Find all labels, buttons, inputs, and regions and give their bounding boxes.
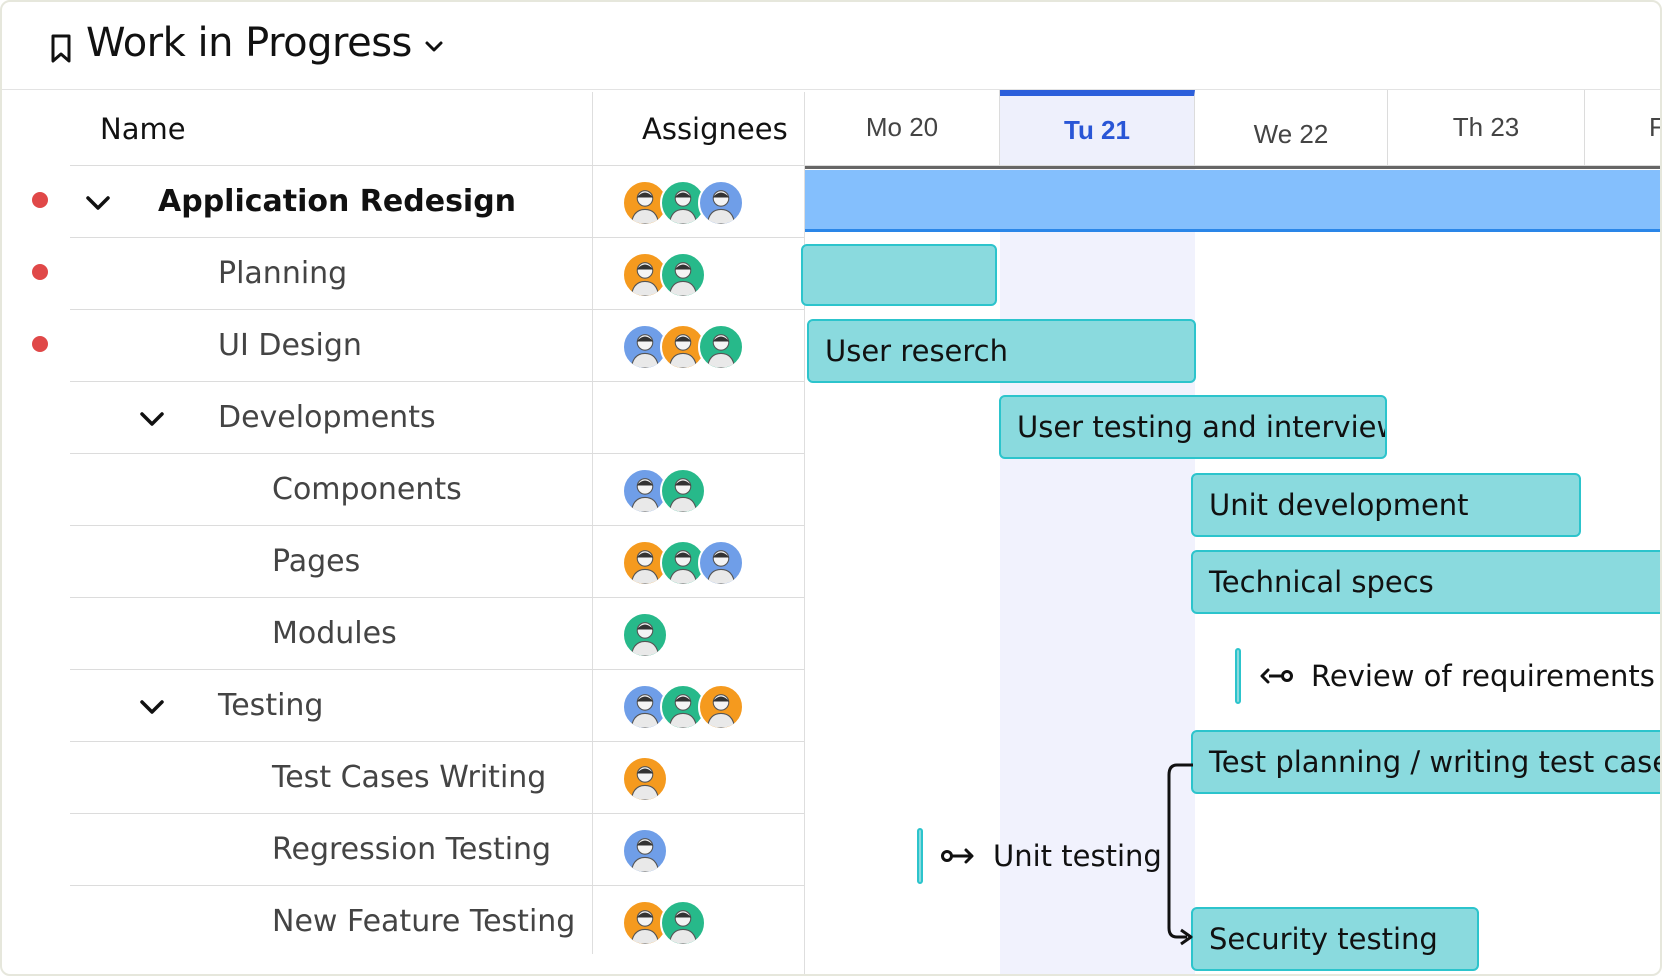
milestone-label: Unit testing <box>993 839 1162 873</box>
assignee-group[interactable] <box>622 684 744 730</box>
task-row[interactable]: New Feature Testing <box>70 885 804 957</box>
assignee-group[interactable] <box>622 612 668 658</box>
avatar[interactable] <box>622 684 668 730</box>
task-name[interactable]: Components <box>272 472 462 507</box>
user-testing-bar[interactable]: User testing and interview <box>999 395 1387 459</box>
flag-dot-icon <box>32 264 48 280</box>
day-header[interactable]: Mo 20 <box>805 90 1000 166</box>
assignee-group[interactable] <box>622 828 668 874</box>
task-name[interactable]: Testing <box>218 688 324 723</box>
task-row[interactable]: Testing <box>70 669 804 741</box>
task-name[interactable]: Planning <box>218 256 348 291</box>
assignee-group[interactable] <box>622 324 744 370</box>
avatar[interactable] <box>698 324 744 370</box>
task-row[interactable]: UI Design <box>32 309 804 381</box>
assignee-group[interactable] <box>622 252 706 298</box>
task-row[interactable]: Modules <box>70 597 804 669</box>
column-header-assignees[interactable]: Assignees <box>642 111 788 146</box>
planning-bar[interactable] <box>801 244 997 306</box>
technical-specs-bar[interactable]: Technical specs <box>1191 550 1660 614</box>
chevron-down-icon[interactable] <box>84 194 112 212</box>
task-name[interactable]: Modules <box>272 616 397 651</box>
grid-divider[interactable] <box>804 92 805 974</box>
review-milestone[interactable]: Review of requirements <box>1235 648 1655 704</box>
task-name[interactable]: Pages <box>272 544 361 579</box>
avatar[interactable] <box>660 900 706 946</box>
avatar[interactable] <box>698 684 744 730</box>
flag-dot-icon <box>32 336 48 352</box>
day-header-active[interactable]: Tu 21 <box>1000 90 1195 166</box>
user-research-bar[interactable]: User reserch <box>807 319 1196 383</box>
avatar[interactable] <box>622 756 668 802</box>
page-title[interactable]: Work in Progress <box>86 20 412 66</box>
timeline-header-rule <box>805 166 1660 169</box>
avatar[interactable] <box>622 540 668 586</box>
assignee-group[interactable] <box>622 756 668 802</box>
chevron-down-icon[interactable] <box>424 40 444 54</box>
project-summary-bar[interactable] <box>805 170 1660 232</box>
task-name[interactable]: UI Design <box>218 328 362 363</box>
unit-testing-milestone[interactable]: Unit testing <box>917 828 1162 884</box>
day-header[interactable]: F <box>1585 90 1660 166</box>
task-row[interactable]: Test Cases Writing <box>70 741 804 813</box>
milestone-marker[interactable] <box>1235 648 1241 704</box>
task-row[interactable]: Developments <box>70 381 804 453</box>
view-header: Work in Progress <box>2 2 1660 90</box>
chevron-down-icon[interactable] <box>138 698 166 716</box>
today-highlight <box>1000 166 1195 974</box>
avatar[interactable] <box>698 540 744 586</box>
test-planning-bar[interactable]: Test planning / writing test cases <box>1191 730 1660 794</box>
task-name[interactable]: Regression Testing <box>272 832 552 867</box>
chevron-down-icon[interactable] <box>138 410 166 428</box>
avatar[interactable] <box>622 612 668 658</box>
avatar[interactable] <box>622 828 668 874</box>
task-name[interactable]: Application Redesign <box>158 184 517 219</box>
day-header[interactable]: We 22 <box>1195 90 1388 166</box>
assignee-group[interactable] <box>622 468 706 514</box>
milestone-label: Review of requirements <box>1311 659 1655 693</box>
avatar[interactable] <box>622 252 668 298</box>
assignee-group[interactable] <box>622 540 744 586</box>
day-header[interactable]: Th 23 <box>1388 90 1585 166</box>
flag-dot-icon <box>32 192 48 208</box>
dependency-link-icon <box>941 848 974 864</box>
security-testing-bar[interactable]: Security testing <box>1191 907 1479 971</box>
task-row[interactable]: Application Redesign <box>32 165 804 237</box>
task-row[interactable]: Regression Testing <box>70 813 804 885</box>
task-name[interactable]: Test Cases Writing <box>272 760 547 795</box>
avatar[interactable] <box>698 180 744 226</box>
task-row[interactable]: Components <box>70 453 804 525</box>
avatar[interactable] <box>660 252 706 298</box>
column-divider[interactable] <box>592 92 593 954</box>
avatar[interactable] <box>660 468 706 514</box>
milestone-marker[interactable] <box>917 828 923 884</box>
task-row[interactable]: Planning <box>32 237 804 309</box>
bookmark-icon[interactable] <box>50 34 72 64</box>
assignee-group[interactable] <box>622 900 706 946</box>
task-name[interactable]: New Feature Testing <box>272 904 576 939</box>
unit-development-bar[interactable]: Unit development <box>1191 473 1581 537</box>
column-header-name[interactable]: Name <box>100 111 186 146</box>
task-name[interactable]: Developments <box>218 400 436 435</box>
timeline: Mo 20 Tu 21 We 22 Th 23 F User reserch U… <box>801 90 1660 974</box>
task-row[interactable]: Pages <box>70 525 804 597</box>
assignee-group[interactable] <box>622 180 744 226</box>
dependency-link-icon <box>1260 668 1293 684</box>
